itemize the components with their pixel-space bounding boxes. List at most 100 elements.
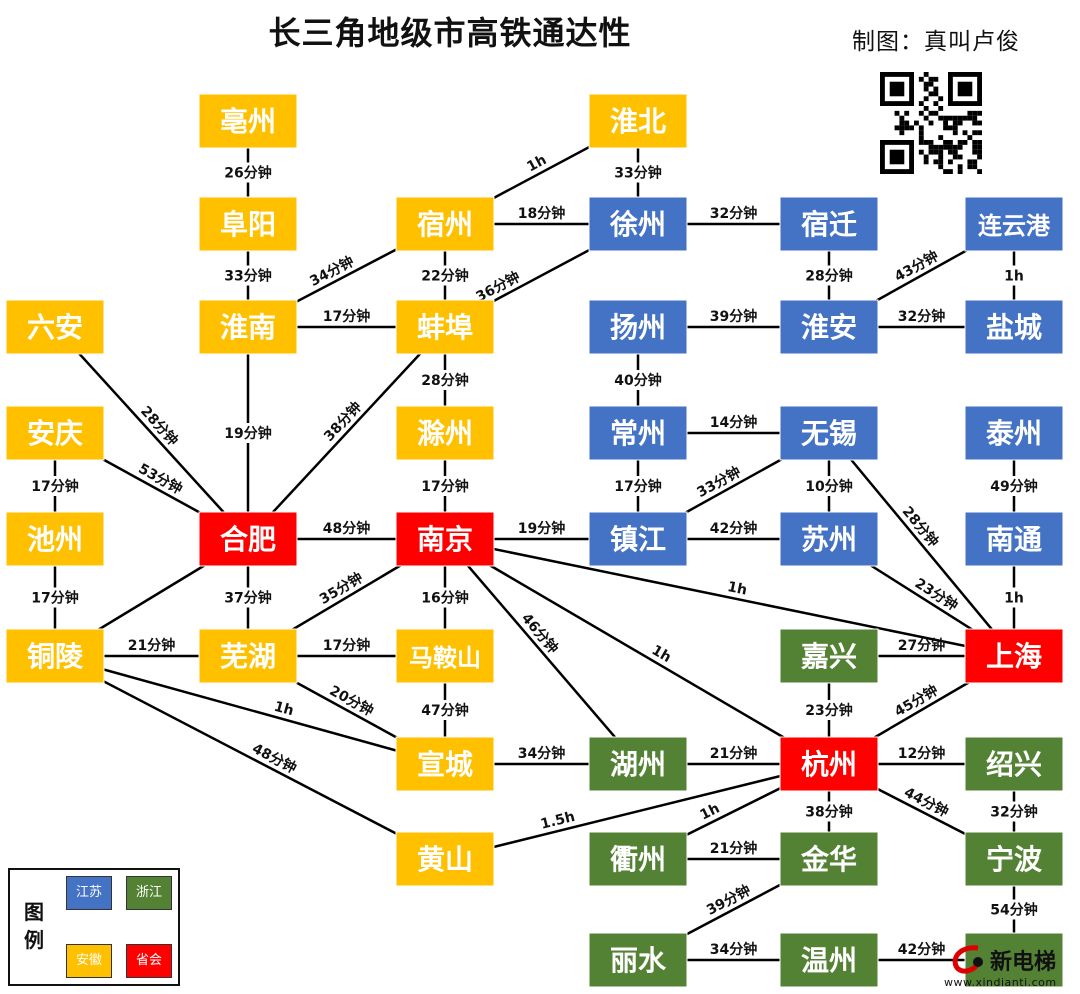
city-node-taizhou_js: 泰州 — [964, 405, 1064, 461]
city-label: 常州 — [610, 417, 666, 450]
city-label: 阜阳 — [220, 208, 276, 241]
qr-module — [894, 110, 900, 116]
city-box — [5, 628, 105, 684]
link-time-label: 40分钟 — [614, 372, 661, 389]
link-time-label: 10分钟 — [805, 478, 852, 495]
qr-module — [943, 144, 948, 150]
qr-module — [962, 140, 968, 145]
city-box — [964, 628, 1064, 684]
qr-module — [972, 149, 978, 155]
qr-module — [977, 110, 982, 116]
city-label: 铜陵 — [27, 640, 84, 673]
link-label-bg — [999, 587, 1029, 608]
legend-item-anhui: 安徽 — [66, 944, 112, 978]
link-time-label: 34分钟 — [518, 745, 565, 762]
city-label: 南京 — [417, 523, 473, 556]
city-node-yancheng: 盐城 — [964, 299, 1064, 355]
city-label: 芜湖 — [220, 640, 276, 673]
qr-module — [894, 125, 900, 131]
qr-module — [943, 169, 948, 174]
city-node-suqian: 宿迁 — [779, 196, 879, 252]
city-label: 黄山 — [417, 843, 473, 876]
link-time-label: 1h — [698, 800, 723, 823]
qr-module — [952, 115, 958, 121]
link-time-label: 21分钟 — [128, 637, 175, 654]
qr-module — [957, 144, 963, 150]
link-time-label: 17分钟 — [31, 590, 78, 607]
qr-module — [977, 120, 982, 126]
qr-module — [972, 130, 978, 136]
city-node-nantong: 南通 — [964, 511, 1064, 567]
qr-module — [928, 144, 934, 150]
city-node-huaibei: 淮北 — [588, 93, 688, 149]
qr-module — [918, 125, 924, 131]
qr-module — [943, 115, 948, 121]
qr-module — [948, 159, 953, 165]
qr-module — [977, 130, 982, 136]
link-time-label: 49分钟 — [990, 478, 1037, 495]
watermark-logo-icon — [952, 945, 983, 974]
qr-module — [972, 140, 978, 145]
link-label-bg — [999, 265, 1029, 286]
qr-module — [977, 149, 982, 155]
city-node-hangzhou: 杭州 — [779, 736, 879, 792]
link-label-bg — [221, 423, 275, 443]
qr-module — [948, 169, 953, 174]
city-box — [588, 196, 688, 252]
city-box — [395, 511, 495, 567]
city-label: 衢州 — [610, 843, 666, 876]
link-time-label: 17分钟 — [323, 308, 370, 325]
link-time-label: 14分钟 — [710, 414, 757, 431]
qr-finder-part — [957, 81, 973, 97]
city-label: 宿迁 — [801, 208, 857, 241]
link-label-bg — [987, 476, 1041, 496]
qr-module — [957, 115, 963, 121]
watermark-url: www.xindianti.com — [944, 976, 1057, 989]
city-label: 淮北 — [610, 105, 666, 138]
qr-module — [938, 96, 944, 102]
qr-module — [972, 110, 978, 116]
qr-module — [957, 120, 963, 126]
city-node-hefei: 合肥 — [198, 511, 298, 567]
link-time-label: 23分钟 — [805, 702, 852, 719]
city-label: 泰州 — [986, 417, 1042, 450]
link-time-label: 17分钟 — [323, 637, 370, 654]
link-time-label: 1.5h — [539, 809, 577, 833]
qr-module — [938, 164, 944, 170]
city-label: 滁州 — [417, 417, 473, 450]
city-node-bengbu: 蚌埠 — [395, 299, 495, 355]
link-time-label: 42分钟 — [710, 520, 757, 537]
city-box — [779, 736, 879, 792]
qr-module — [972, 144, 978, 150]
city-label: 苏州 — [801, 523, 857, 556]
link-time-label: 27分钟 — [898, 637, 945, 654]
qr-module — [918, 101, 924, 106]
qr-module — [948, 144, 953, 150]
qr-module — [967, 135, 973, 140]
city-box — [198, 511, 298, 567]
city-box — [198, 299, 298, 355]
city-box — [588, 932, 688, 988]
link-time-label: 37分钟 — [224, 590, 271, 607]
qr-module — [948, 140, 953, 145]
city-label: 绍兴 — [986, 748, 1042, 781]
link-label-bg — [802, 265, 856, 286]
link-time-label: 33分钟 — [224, 268, 271, 285]
city-node-wuxi: 无锡 — [779, 405, 879, 461]
qr-finder-part — [889, 149, 905, 165]
qr-module — [938, 144, 944, 150]
qr-module — [943, 140, 948, 145]
qr-module — [904, 125, 910, 131]
city-node-huaian: 淮安 — [779, 299, 879, 355]
link-time-label: 1h — [649, 642, 674, 666]
qr-module — [938, 115, 944, 121]
city-label: 安庆 — [27, 417, 83, 450]
city-node-luan: 六安 — [5, 299, 105, 355]
qr-module — [933, 144, 939, 150]
qr-module — [967, 159, 973, 165]
link-time-label: 19分钟 — [224, 425, 271, 442]
qr-module — [948, 125, 953, 131]
city-node-bozhou: 亳州 — [198, 93, 298, 149]
city-label: 嘉兴 — [801, 640, 857, 673]
